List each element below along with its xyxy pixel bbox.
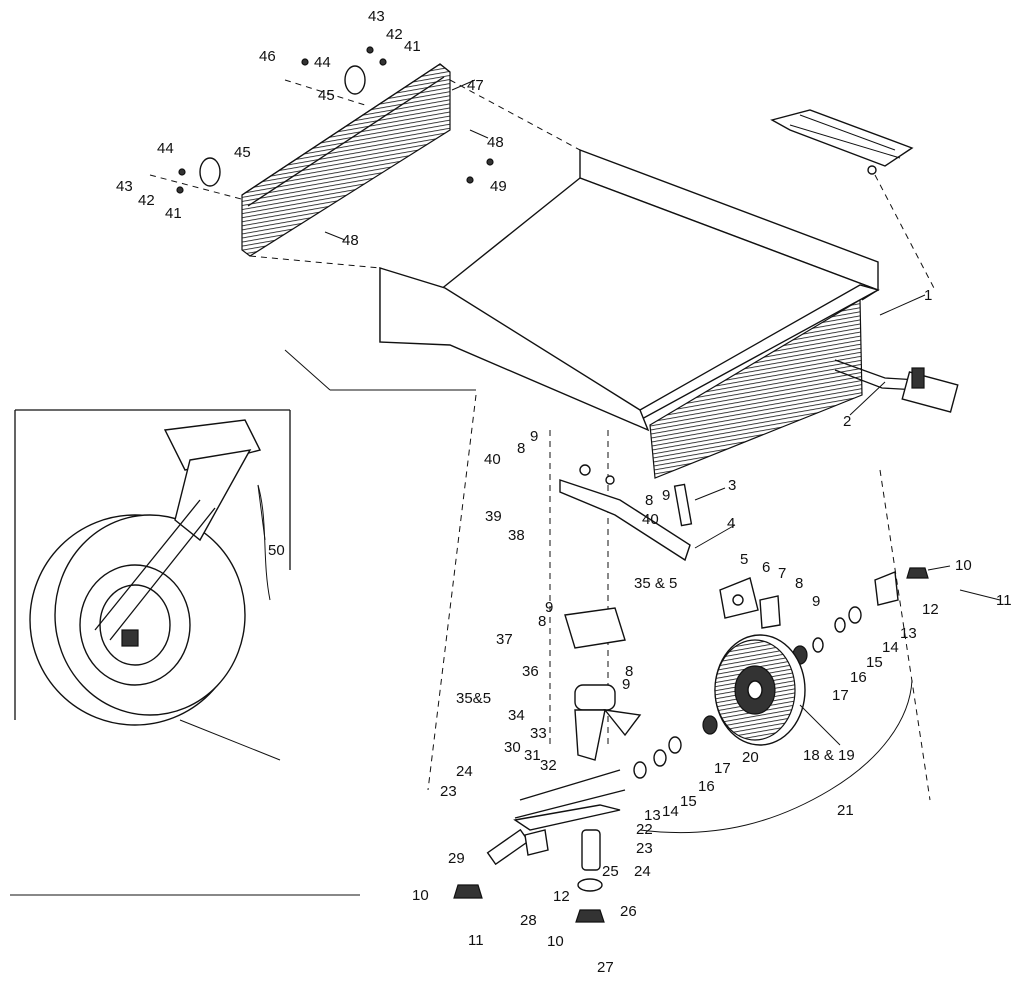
callout-11: 11 xyxy=(996,592,1012,609)
callout-11: 11 xyxy=(468,932,484,949)
axle-bracket-assembly xyxy=(453,464,929,923)
callout-18-19: 18 & 19 xyxy=(803,747,855,764)
callout-17: 17 xyxy=(832,687,849,704)
callout-10: 10 xyxy=(547,933,564,950)
latch-bracket xyxy=(770,109,914,175)
callout-40: 40 xyxy=(642,511,659,528)
callout-9: 9 xyxy=(662,487,670,504)
callout-44: 44 xyxy=(314,54,331,71)
callout-14: 14 xyxy=(882,639,899,656)
callout-34: 34 xyxy=(508,707,525,724)
callout-3: 3 xyxy=(728,477,736,494)
callout-12: 12 xyxy=(553,888,570,905)
callout-8: 8 xyxy=(795,575,803,592)
callout-36: 36 xyxy=(522,663,539,680)
callout-16: 16 xyxy=(698,778,715,795)
callout-28: 28 xyxy=(520,912,537,929)
callout-42: 42 xyxy=(138,192,155,209)
callout-22: 22 xyxy=(636,821,653,838)
callout-1: 1 xyxy=(924,287,932,304)
callout-14: 14 xyxy=(662,803,679,820)
callout-15: 15 xyxy=(866,654,883,671)
callout-43: 43 xyxy=(116,178,133,195)
callout-49: 49 xyxy=(490,178,507,195)
callout-9: 9 xyxy=(530,428,538,445)
callout-32: 32 xyxy=(540,757,557,774)
tailgate-hardware xyxy=(176,46,494,194)
callout-8: 8 xyxy=(625,663,633,680)
callout-48: 48 xyxy=(342,232,359,249)
callout-39: 39 xyxy=(485,508,502,525)
callout-8: 8 xyxy=(538,613,546,630)
callout-46: 46 xyxy=(259,48,276,65)
callout-33: 33 xyxy=(530,725,547,742)
inset-detail xyxy=(10,349,476,896)
callout-35-5: 35 & 5 xyxy=(634,575,677,592)
callout-31: 31 xyxy=(524,747,541,764)
callout-41: 41 xyxy=(404,38,421,55)
callout-41: 41 xyxy=(165,205,182,222)
callout-20: 20 xyxy=(742,749,759,766)
assembly-lines xyxy=(149,79,936,834)
dump-bed xyxy=(379,148,880,479)
callout-13: 13 xyxy=(900,625,917,642)
callout-9: 9 xyxy=(812,593,820,610)
callout-44: 44 xyxy=(157,140,174,157)
callout-30: 30 xyxy=(504,739,521,756)
callout-6: 6 xyxy=(762,559,770,576)
callout-2: 2 xyxy=(843,413,851,430)
callout-10: 10 xyxy=(955,557,972,574)
callout-38: 38 xyxy=(508,527,525,544)
callout-7: 7 xyxy=(778,565,786,582)
callout-37: 37 xyxy=(496,631,513,648)
callout-24: 24 xyxy=(634,863,651,880)
callout-23: 23 xyxy=(636,840,653,857)
leader-lines xyxy=(257,79,1001,746)
callout-8: 8 xyxy=(517,440,525,457)
callout-26: 26 xyxy=(620,903,637,920)
callout-21: 21 xyxy=(837,802,854,819)
callout-27: 27 xyxy=(597,959,614,976)
callout-24: 24 xyxy=(456,763,473,780)
tailgate-panel xyxy=(241,63,451,257)
wheel-hardware xyxy=(633,606,862,779)
callout-50: 50 xyxy=(268,542,285,559)
callout-16: 16 xyxy=(850,669,867,686)
drawbar-tongue xyxy=(834,359,959,413)
callout-15: 15 xyxy=(680,793,697,810)
callout-4: 4 xyxy=(727,515,735,532)
callout-45: 45 xyxy=(234,144,251,161)
callout-47: 47 xyxy=(467,77,484,94)
callout-45: 45 xyxy=(318,87,335,104)
callout-29: 29 xyxy=(448,850,465,867)
callout-13: 13 xyxy=(644,807,661,824)
callout-35-5: 35&5 xyxy=(456,690,491,707)
callout-25: 25 xyxy=(602,863,619,880)
callout-48: 48 xyxy=(487,134,504,151)
callout-43: 43 xyxy=(368,8,385,25)
callout-10: 10 xyxy=(412,887,429,904)
callout-42: 42 xyxy=(386,26,403,43)
callout-5: 5 xyxy=(740,551,748,568)
callout-8: 8 xyxy=(645,492,653,509)
main-wheel xyxy=(714,634,806,746)
callout-labels: 1 2 3 4 5 6 7 8 8 8 8 8 9 9 9 9 9 10 10 … xyxy=(116,8,1012,976)
callout-12: 12 xyxy=(922,601,939,618)
callout-17: 17 xyxy=(714,760,731,777)
callout-9: 9 xyxy=(545,599,553,616)
callout-23: 23 xyxy=(440,783,457,800)
callout-40: 40 xyxy=(484,451,501,468)
callout-9: 9 xyxy=(622,676,630,693)
